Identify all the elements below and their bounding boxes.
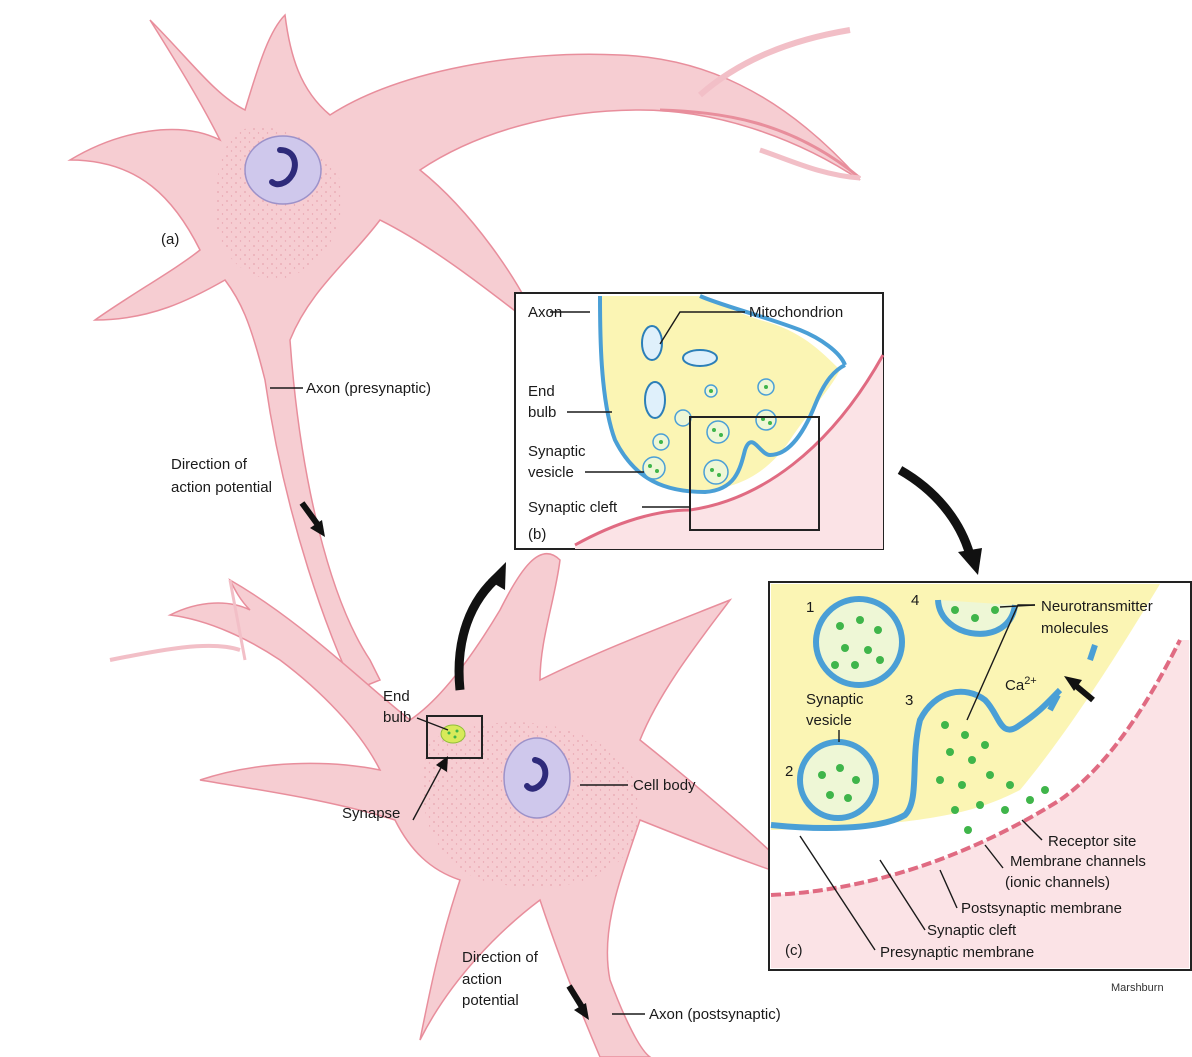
panel-label-a: (a) — [161, 231, 179, 248]
presynaptic-nucleus — [245, 136, 321, 204]
mitochondrion-1 — [642, 326, 662, 360]
inset-c-step-3: 3 — [905, 692, 913, 709]
label-direction-top-2: action potential — [171, 479, 272, 496]
vesicle-1 — [816, 599, 902, 685]
inset-c-neurotransmitter-1: Neurotransmitter — [1041, 598, 1153, 615]
inset-c-step-4: 4 — [911, 592, 919, 609]
arrow-to-inset-c — [900, 470, 970, 555]
mitochondrion-3 — [645, 382, 665, 418]
credit-label: Marshburn — [1111, 982, 1164, 994]
inset-b-vesicle-1: Synaptic — [528, 443, 586, 460]
postsynaptic-neuron — [110, 554, 800, 1057]
inset-b-vesicle-2: vesicle — [528, 464, 574, 481]
postsynaptic-nucleus — [504, 738, 570, 818]
inset-b-cleft: Synaptic cleft — [528, 499, 618, 516]
label-cell-body: Cell body — [633, 777, 696, 794]
label-axon-postsynaptic: Axon (postsynaptic) — [649, 1006, 781, 1023]
inset-c-presynaptic: Presynaptic membrane — [880, 944, 1034, 961]
inset-c-receptor-site: Receptor site — [1048, 833, 1136, 850]
inset-c-postsynaptic: Postsynaptic membrane — [961, 900, 1122, 917]
inset-c-vesicle-1: Synaptic — [806, 691, 864, 708]
inset-c-membrane-channels-1: Membrane channels — [1010, 853, 1146, 870]
inset-b-mitochondrion: Mitochondrion — [749, 304, 843, 321]
label-direction-bottom-2: action — [462, 971, 502, 988]
panel-label-c: (c) — [785, 942, 803, 959]
label-direction-bottom-3: potential — [462, 992, 519, 1009]
inset-b-end-2: bulb — [528, 404, 556, 421]
label-end-bulb-1: End — [383, 688, 410, 705]
inset-c-neurotransmitter-2: molecules — [1041, 620, 1109, 637]
label-axon-presynaptic: Axon (presynaptic) — [306, 380, 431, 397]
inset-c-membrane-channels-2: (ionic channels) — [1005, 874, 1110, 891]
end-bulb-small — [441, 725, 465, 743]
mitochondrion-2 — [683, 350, 717, 366]
inset-c-step-2: 2 — [785, 763, 793, 780]
label-end-bulb-2: bulb — [383, 709, 411, 726]
vesicle-2 — [800, 742, 876, 818]
inset-b-end-1: End — [528, 383, 555, 400]
inset-c-step-1: 1 — [806, 599, 814, 616]
inset-c-vesicle-2: vesicle — [806, 712, 852, 729]
label-direction-bottom-1: Direction of — [462, 949, 539, 966]
panel-label-b: (b) — [528, 526, 546, 543]
label-synapse: Synapse — [342, 805, 400, 822]
label-direction-top-1: Direction of — [171, 456, 248, 473]
inset-c-cleft: Synaptic cleft — [927, 922, 1017, 939]
inset-b-axon: Axon — [528, 304, 562, 321]
